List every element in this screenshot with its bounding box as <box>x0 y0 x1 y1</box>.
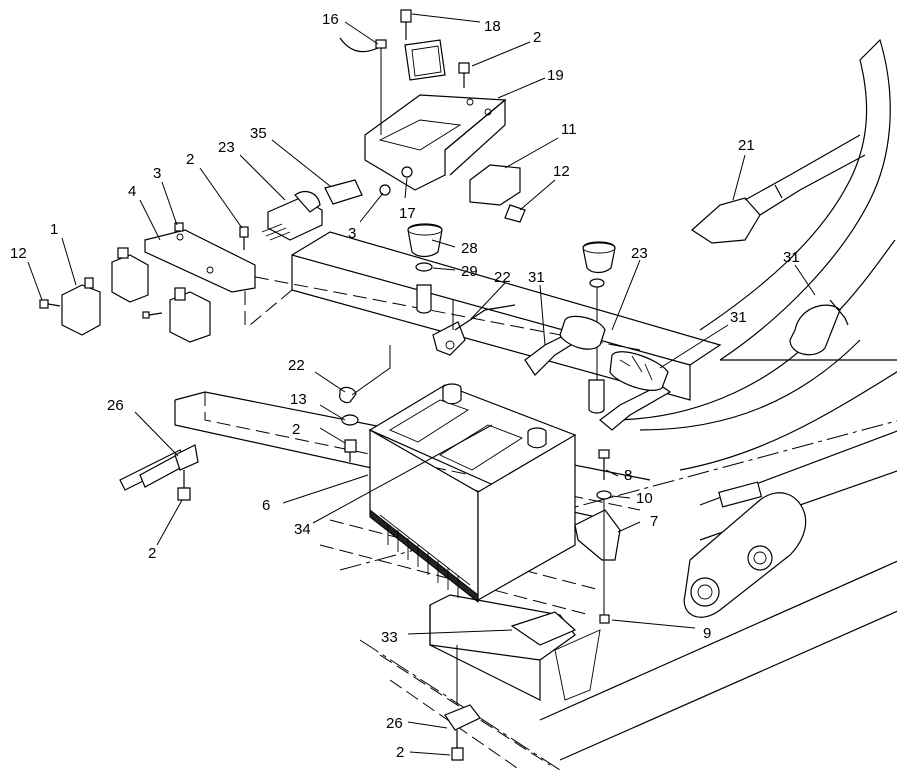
callout-18: 18 <box>484 18 501 35</box>
callout-33: 33 <box>381 629 398 646</box>
callout-12-right: 12 <box>553 163 570 180</box>
callout-21: 21 <box>738 137 755 154</box>
bracket-19 <box>364 39 526 223</box>
callout-29: 29 <box>461 263 478 280</box>
connector-23 <box>261 179 363 241</box>
callout-22-top: 22 <box>494 269 511 286</box>
callout-2-left: 2 <box>186 151 194 168</box>
callout-19: 19 <box>547 67 564 84</box>
callout-9: 9 <box>703 625 711 642</box>
callout-23-right: 23 <box>631 245 648 262</box>
cable-clamp-22 <box>432 300 516 356</box>
callout-leaders <box>27 13 816 756</box>
wire-16 <box>339 37 387 135</box>
bolt-8-plate-7 <box>574 449 621 624</box>
callout-11: 11 <box>561 121 577 138</box>
callout-6: 6 <box>262 497 270 514</box>
clamp-26 <box>119 444 481 761</box>
cable-end-22 <box>339 345 391 404</box>
washer-13 <box>341 414 359 462</box>
callout-labels: 16 18 2 19 11 12 21 35 23 2 3 4 1 12 3 1… <box>10 11 800 761</box>
battery-tray-33 <box>429 594 601 701</box>
callout-2-bottom-left: 2 <box>148 545 156 562</box>
callout-3-mid: 3 <box>348 225 356 242</box>
callout-12-left: 12 <box>10 245 27 262</box>
callout-26-top: 26 <box>107 397 124 414</box>
callout-22-low: 22 <box>288 357 305 374</box>
pivot-plate <box>683 481 807 618</box>
callout-4: 4 <box>128 183 136 200</box>
callout-2-bottom: 2 <box>396 744 404 761</box>
callout-7: 7 <box>650 513 658 530</box>
callout-2-top: 2 <box>533 29 541 46</box>
callout-13: 13 <box>290 391 307 408</box>
callout-35: 35 <box>250 125 267 142</box>
callout-8: 8 <box>624 467 632 484</box>
callout-3-left: 3 <box>153 165 161 182</box>
grip-21 <box>691 134 866 244</box>
callout-34: 34 <box>294 521 311 538</box>
callout-23-left: 23 <box>218 139 235 156</box>
bolts-top <box>379 9 470 196</box>
callout-10: 10 <box>636 490 653 507</box>
callout-2-mid: 2 <box>292 421 300 438</box>
callout-31-left: 31 <box>528 269 545 286</box>
callout-28: 28 <box>461 240 478 257</box>
hold-down-31 <box>524 299 849 431</box>
callout-26-bottom: 26 <box>386 715 403 732</box>
battery-34 <box>368 383 577 604</box>
callout-1: 1 <box>50 221 58 238</box>
stud-28 <box>407 223 616 414</box>
callout-31-right: 31 <box>783 249 800 266</box>
callout-17: 17 <box>399 205 416 222</box>
relay-panel-4 <box>39 222 256 343</box>
handle-tube <box>609 38 897 541</box>
callout-16: 16 <box>322 11 339 28</box>
callout-31-mid: 31 <box>730 309 747 326</box>
